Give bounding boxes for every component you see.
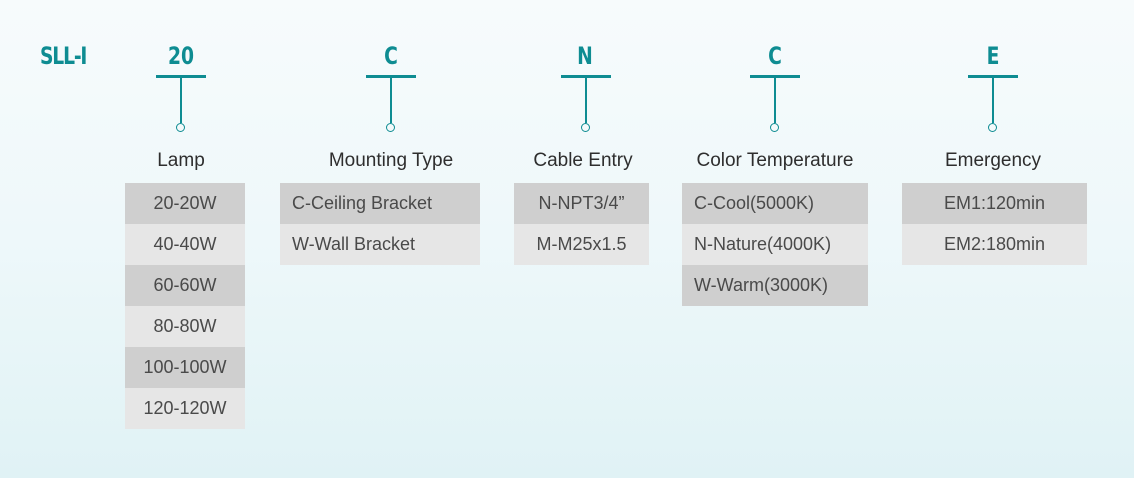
title-mounting-type: Mounting Type <box>328 150 454 171</box>
code-cable-entry: N <box>577 42 593 70</box>
code-emergency: E <box>986 42 1000 70</box>
option-item: 100-100W <box>125 347 245 388</box>
option-item: 20-20W <box>125 183 245 224</box>
connector-dot-icon <box>176 123 185 132</box>
connector-bar <box>366 75 416 78</box>
option-item: 60-60W <box>125 265 245 306</box>
options-lamp: 20-20W 40-40W 60-60W 80-80W 100-100W 120… <box>125 183 245 429</box>
title-emergency: Emergency <box>944 150 1042 171</box>
option-item: 120-120W <box>125 388 245 429</box>
model-prefix: SLL-I <box>40 42 87 70</box>
option-item: EM2:180min <box>902 224 1087 265</box>
option-item: 40-40W <box>125 224 245 265</box>
connector-dot-icon <box>581 123 590 132</box>
connector-bar <box>968 75 1018 78</box>
connector-dot-icon <box>770 123 779 132</box>
connector-line <box>585 78 587 123</box>
connector-bar <box>750 75 800 78</box>
connector-line <box>992 78 994 123</box>
code-color-temperature: C <box>768 42 782 70</box>
options-emergency: EM1:120min EM2:180min <box>902 183 1087 265</box>
connector-line <box>774 78 776 123</box>
option-item: N-NPT3/4” <box>514 183 649 224</box>
connector-dot-icon <box>988 123 997 132</box>
connector-dot-icon <box>386 123 395 132</box>
option-item: 80-80W <box>125 306 245 347</box>
title-lamp: Lamp <box>157 150 205 171</box>
option-item: EM1:120min <box>902 183 1087 224</box>
options-mounting-type: C-Ceiling Bracket W-Wall Bracket <box>280 183 480 265</box>
option-item: C-Cool(5000K) <box>682 183 868 224</box>
title-color-temperature: Color Temperature <box>696 150 854 171</box>
connector-bar <box>156 75 206 78</box>
code-mounting-type: C <box>384 42 398 70</box>
option-item: C-Ceiling Bracket <box>280 183 480 224</box>
options-cable-entry: N-NPT3/4” M-M25x1.5 <box>514 183 649 265</box>
option-item: W-Wall Bracket <box>280 224 480 265</box>
option-item: M-M25x1.5 <box>514 224 649 265</box>
code-lamp: 20 <box>167 42 195 70</box>
options-color-temperature: C-Cool(5000K) N-Nature(4000K) W-Warm(300… <box>682 183 868 306</box>
connector-line <box>390 78 392 123</box>
connector-line <box>180 78 182 123</box>
option-item: N-Nature(4000K) <box>682 224 868 265</box>
connector-bar <box>561 75 611 78</box>
title-cable-entry: Cable Entry <box>533 150 633 171</box>
option-item: W-Warm(3000K) <box>682 265 868 306</box>
